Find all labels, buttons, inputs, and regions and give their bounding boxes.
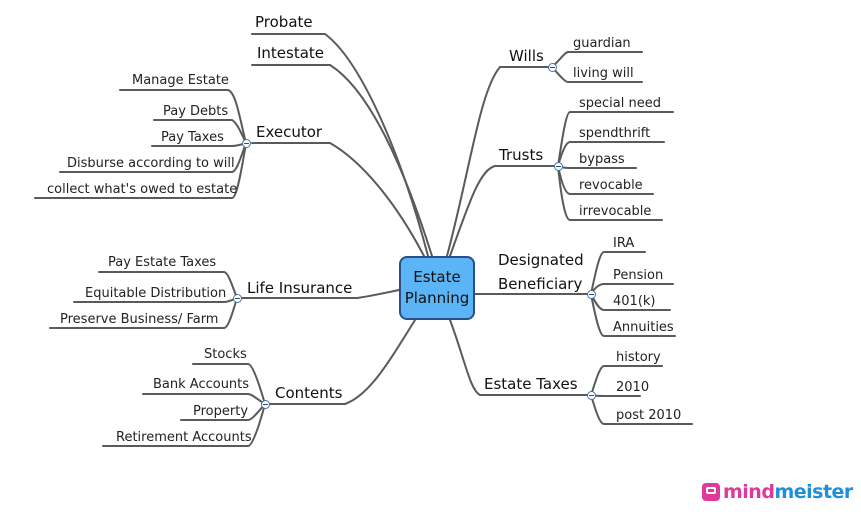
node-post-2010[interactable]: post 2010 bbox=[616, 408, 682, 423]
collapse-toggle-trusts[interactable] bbox=[554, 162, 563, 171]
topic-trusts[interactable]: Trusts bbox=[499, 146, 544, 164]
node-pay-taxes[interactable]: Pay Taxes bbox=[161, 130, 224, 145]
link-wills bbox=[446, 66, 501, 257]
link-executor bbox=[329, 142, 426, 259]
center-label-line2: Planning bbox=[404, 289, 470, 307]
node-revocable[interactable]: revocable bbox=[579, 178, 643, 193]
topic-probate[interactable]: Probate bbox=[255, 13, 313, 31]
center-node[interactable]: Estate Planning bbox=[399, 256, 475, 320]
node-property[interactable]: Property bbox=[193, 404, 249, 419]
mindmeister-logo-icon bbox=[702, 483, 720, 501]
collapse-toggle-contents[interactable] bbox=[261, 400, 270, 409]
node-guardian[interactable]: guardian bbox=[573, 36, 631, 51]
node-manage-estate[interactable]: Manage Estate bbox=[132, 73, 229, 88]
node-annuities[interactable]: Annuities bbox=[613, 320, 674, 335]
node-history[interactable]: history bbox=[616, 350, 661, 365]
node-pay-estate-taxes[interactable]: Pay Estate Taxes bbox=[108, 255, 217, 270]
node-special-need[interactable]: special need bbox=[579, 96, 661, 111]
topic-contents[interactable]: Contents bbox=[275, 384, 343, 402]
node-pay-debts[interactable]: Pay Debts bbox=[163, 104, 229, 119]
collapse-toggle-estate-taxes[interactable] bbox=[587, 391, 596, 400]
topic-executor[interactable]: Executor bbox=[256, 123, 323, 141]
topic-life-insurance[interactable]: Life Insurance bbox=[247, 279, 353, 297]
node-irrevocable[interactable]: irrevocable bbox=[579, 204, 652, 219]
node-bank-accounts[interactable]: Bank Accounts bbox=[153, 377, 250, 392]
node-living-will[interactable]: living will bbox=[573, 66, 634, 81]
topic-wills[interactable]: Wills bbox=[509, 47, 544, 65]
topic-intestate[interactable]: Intestate bbox=[257, 44, 325, 62]
node-pension[interactable]: Pension bbox=[613, 268, 664, 283]
node-retirement-accounts[interactable]: Retirement Accounts bbox=[116, 430, 252, 445]
link-probate bbox=[324, 33, 429, 257]
topic-designated-line2[interactable]: Beneficiary bbox=[498, 275, 583, 293]
collapse-toggle-life-insurance[interactable] bbox=[233, 294, 242, 303]
collapse-toggle-executor[interactable] bbox=[242, 139, 251, 148]
node-2010[interactable]: 2010 bbox=[616, 380, 650, 395]
link-trusts bbox=[449, 165, 496, 257]
link-intestate bbox=[329, 64, 433, 257]
node-spendthrift[interactable]: spendthrift bbox=[579, 126, 651, 141]
collapse-toggle-designated[interactable] bbox=[587, 290, 596, 299]
node-collect-owed[interactable]: collect what's owed to estate bbox=[47, 182, 238, 197]
node-ira[interactable]: IRA bbox=[613, 236, 635, 251]
node-preserve-business[interactable]: Preserve Business/ Farm bbox=[60, 312, 219, 327]
node-stocks[interactable]: Stocks bbox=[204, 347, 247, 362]
node-bypass[interactable]: bypass bbox=[579, 152, 625, 167]
collapse-toggle-wills[interactable] bbox=[548, 63, 557, 72]
node-equitable-distribution[interactable]: Equitable Distribution bbox=[85, 286, 227, 301]
node-401k[interactable]: 401(k) bbox=[613, 294, 656, 309]
mindmeister-logo-text: mindmeister bbox=[723, 481, 853, 503]
link-life-insurance bbox=[356, 289, 400, 299]
link-estate-taxes bbox=[449, 319, 481, 396]
link-contents bbox=[344, 319, 416, 405]
mindmeister-logo: mindmeister bbox=[702, 481, 853, 503]
node-disburse[interactable]: Disburse according to will bbox=[67, 156, 235, 171]
topic-designated-line1[interactable]: Designated bbox=[498, 251, 584, 269]
center-label-line1: Estate bbox=[413, 268, 461, 286]
topic-estate-taxes[interactable]: Estate Taxes bbox=[484, 375, 578, 393]
